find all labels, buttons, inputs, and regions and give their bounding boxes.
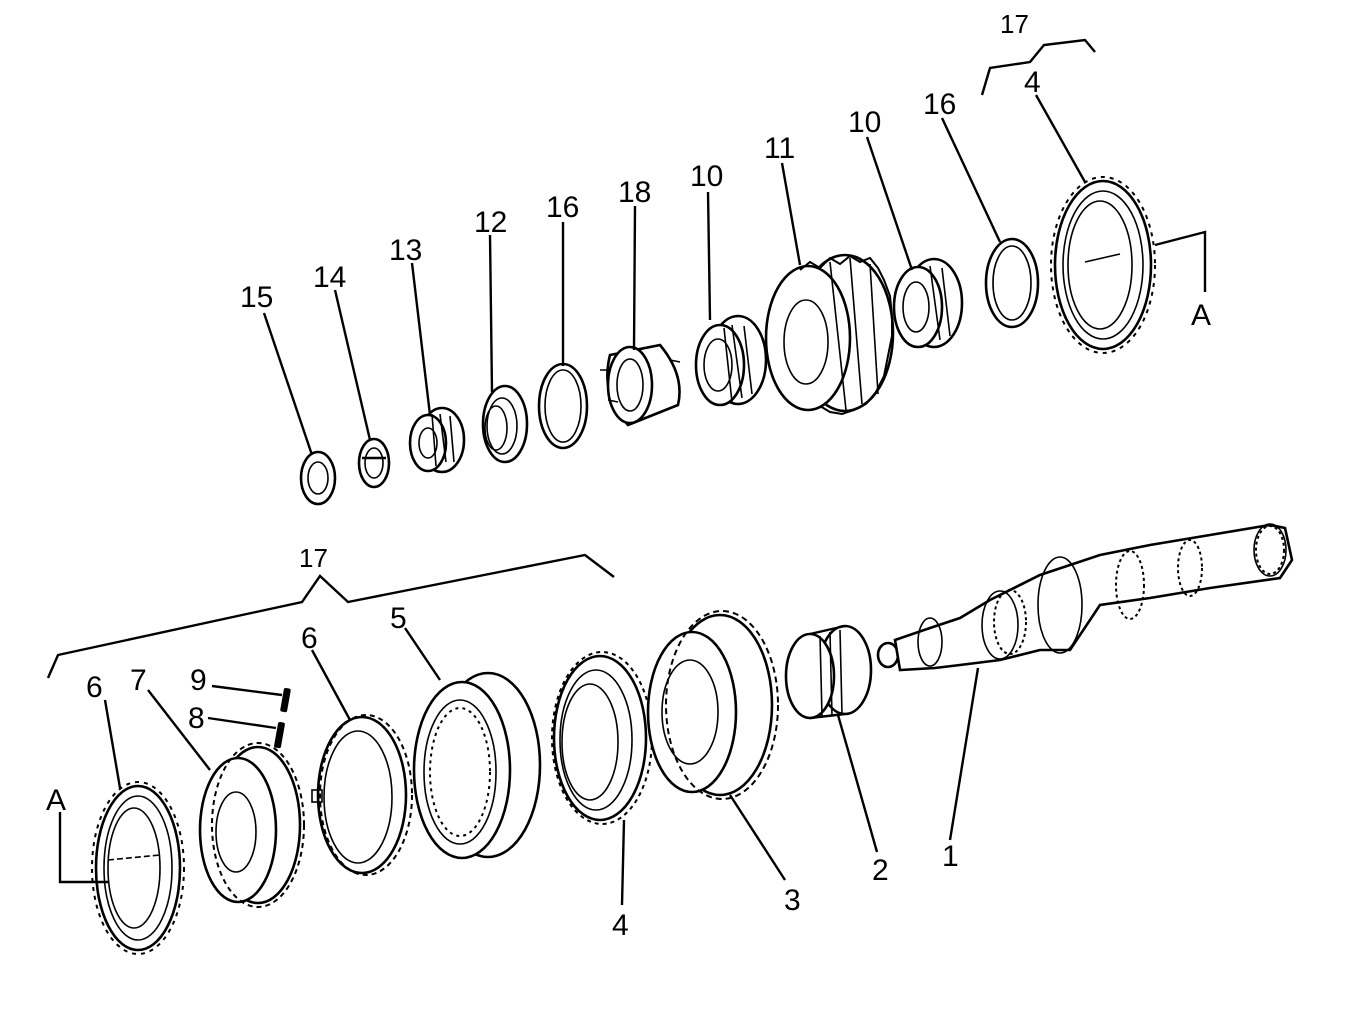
label-13: 13 [389,234,422,267]
label-a-top: A [1191,299,1211,332]
label-5: 5 [390,602,407,635]
label-1: 1 [942,840,959,873]
label-6-b: 6 [301,622,318,655]
part-labels: 15 14 13 12 16 18 10 11 10 16 4 17 A A 6… [46,9,1211,942]
part-10-bearing [694,314,768,407]
label-12: 12 [474,206,507,239]
part-11-gear [764,253,895,416]
label-8: 8 [188,702,205,735]
part-16-shim-ring-b [984,237,1040,329]
label-4-top: 4 [1024,66,1041,99]
part-16-shim-ring [537,362,589,450]
part-13-bearing-cone [408,406,466,474]
part-6-synchro-ring-b [311,714,413,876]
label-6-a: 6 [86,671,103,704]
label-4-bottom: 4 [612,909,629,942]
label-17-top: 17 [1000,9,1029,39]
part-10-bearing-b [892,257,964,349]
label-18: 18 [618,176,651,209]
part-7-synchro-hub [198,742,305,908]
part-3-gear [646,610,779,800]
label-15: 15 [240,281,273,314]
label-14: 14 [313,261,346,294]
part-4-synchro-ring-top [1050,176,1156,354]
leader-lines [46,38,1207,906]
label-7: 7 [130,664,147,697]
label-16: 16 [546,191,579,224]
part-2-needle-bearing [784,624,873,720]
label-9: 9 [190,664,207,697]
part-15-washer [299,450,337,506]
label-16-b: 16 [923,88,956,121]
label-a-bottom: A [46,784,66,817]
part-12-bearing-cup [481,384,529,464]
part-18-spacer-sleeve [600,343,681,427]
part-5-sliding-sleeve [412,671,542,860]
label-3: 3 [784,884,801,917]
part-14-snap-ring [357,437,391,489]
label-2: 2 [872,854,889,887]
label-10-b: 10 [848,106,881,139]
label-17-bottom: 17 [299,543,328,573]
part-4-synchro-ring-bottom [551,651,653,825]
label-11: 11 [764,132,795,165]
part-6-synchro-ring-a [91,781,185,955]
part-9-pin [280,687,291,713]
part-1-main-shaft [876,523,1294,672]
part-8-pin [274,721,285,749]
label-10: 10 [690,160,723,193]
